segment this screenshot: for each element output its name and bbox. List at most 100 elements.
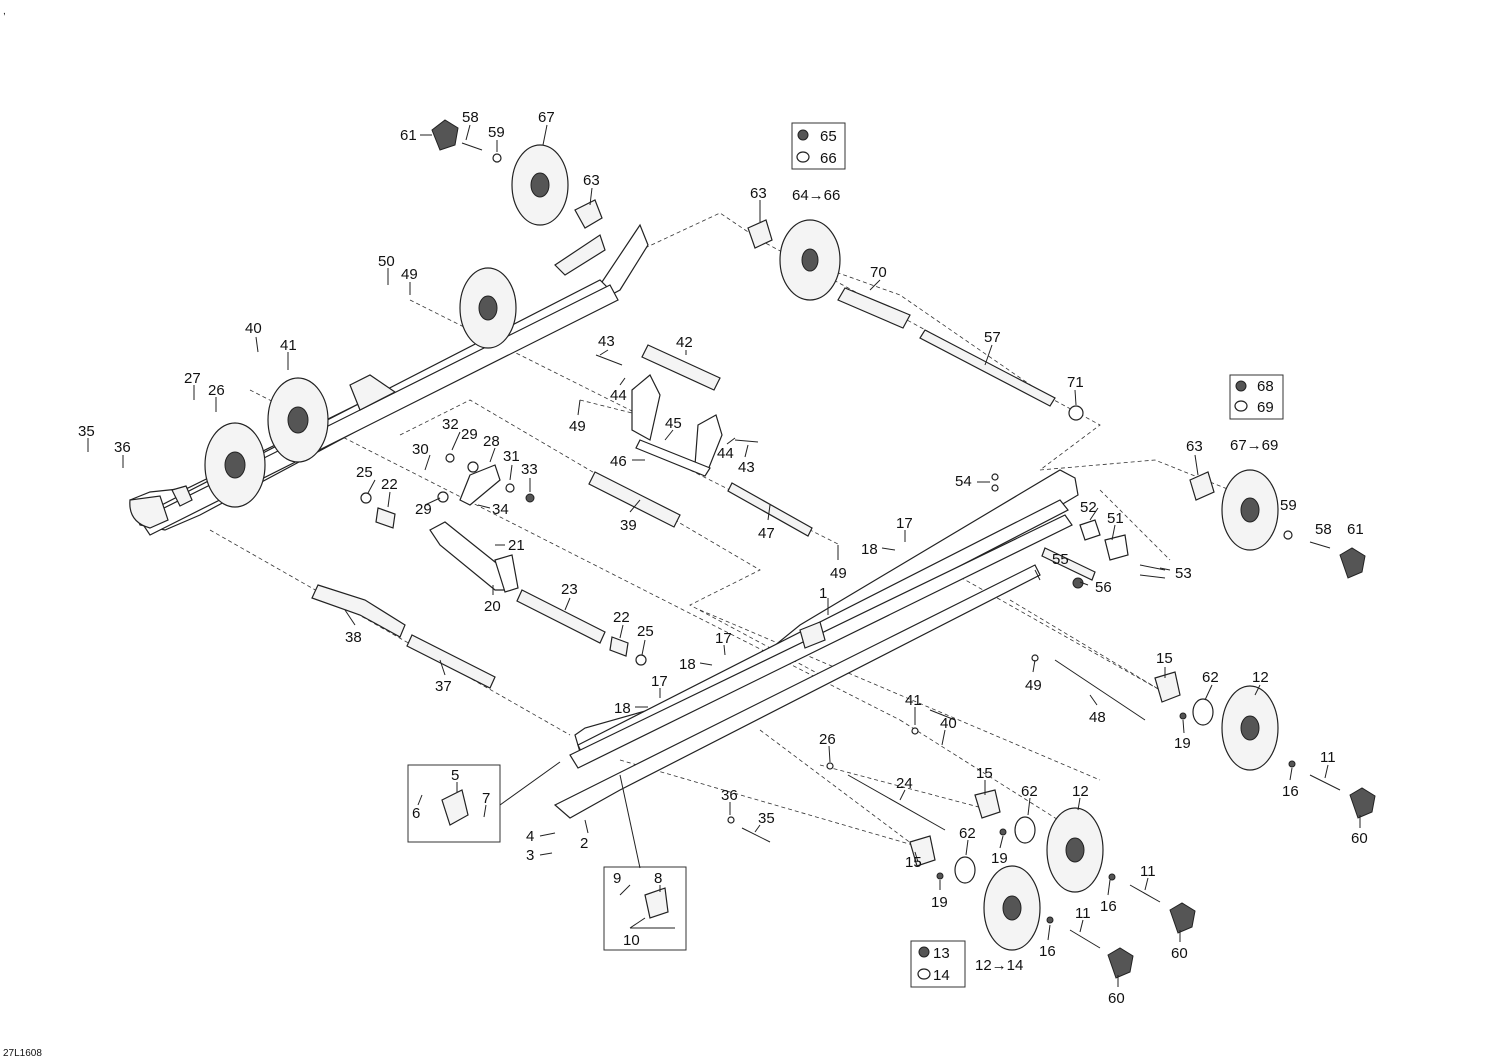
callout: 70 — [870, 264, 887, 281]
inset-box-8-10 — [603, 774, 687, 951]
callout: 71 — [1067, 374, 1084, 391]
callout: 53 — [1175, 565, 1192, 582]
callout: 46 — [610, 453, 627, 470]
callout: 41 — [280, 337, 297, 354]
callout: 12→14 — [975, 957, 1023, 974]
callout: 44 — [717, 445, 734, 462]
callout: 29 — [415, 501, 432, 518]
callout: 12 — [1072, 783, 1089, 800]
callout: 12 — [1252, 669, 1269, 686]
callout: 31 — [503, 448, 520, 465]
callout: 61 — [400, 127, 417, 144]
callout: 16 — [1282, 783, 1299, 800]
callout: 11 — [1320, 749, 1336, 766]
callout: 3 — [526, 847, 534, 864]
callout: 52 — [1080, 499, 1097, 516]
callout: 64→66 — [792, 187, 840, 204]
leader-lines — [87, 124, 1361, 987]
callout: 65 — [820, 128, 837, 145]
callout: 67→69 — [1230, 437, 1278, 454]
inset-box-65-66 — [791, 122, 846, 170]
callout: 60 — [1108, 990, 1125, 1007]
callout: 56 — [1095, 579, 1112, 596]
callout: 1 — [819, 585, 827, 602]
callout: 24 — [896, 775, 913, 792]
callout: 17 — [896, 515, 913, 532]
right-side-parts — [991, 473, 1166, 721]
callout: 57 — [984, 329, 1001, 346]
callout: 16 — [1039, 943, 1056, 960]
callout: 55 — [1052, 551, 1069, 568]
callout: 49 — [830, 565, 847, 582]
callout: 34 — [492, 501, 509, 518]
callout: 22 — [613, 609, 630, 626]
callout: 33 — [521, 461, 538, 478]
corner-mark: , — [3, 6, 6, 17]
right-rail-assembly — [553, 469, 1079, 819]
callout: 21 — [508, 537, 525, 554]
callout: 20 — [484, 598, 501, 615]
callout: 7 — [482, 790, 490, 807]
callout: 67 — [538, 109, 555, 126]
callout: 40 — [940, 715, 957, 732]
upper-left-idler-wheel — [431, 119, 603, 229]
callout: 4 — [526, 828, 534, 845]
callout: 47 — [758, 525, 775, 542]
callout: 36 — [114, 439, 131, 456]
center-linkage — [429, 453, 535, 593]
inset-box-5-7 — [407, 761, 561, 843]
callout: 29 — [461, 426, 478, 443]
callout: 18 — [679, 656, 696, 673]
callout: 17 — [715, 630, 732, 647]
right-upper-wheel — [1189, 469, 1366, 579]
callout: 44 — [610, 387, 627, 404]
callout: 14 — [933, 967, 950, 984]
callout: 27 — [184, 370, 201, 387]
callout-labels: 61 58 59 67 63 65 66 64→66 63 70 57 71 6… — [78, 109, 1368, 1007]
callout: 6 — [412, 805, 420, 822]
upper-axles — [641, 287, 1084, 421]
callout: 8 — [654, 870, 662, 887]
callout: 9 — [613, 870, 621, 887]
callout: 39 — [620, 517, 637, 534]
lower-right-wheels — [727, 671, 1376, 979]
callout: 50 — [378, 253, 395, 270]
callout: 42 — [676, 334, 693, 351]
callout: 11 — [1140, 863, 1156, 880]
callout: 19 — [991, 850, 1008, 867]
callout: 36 — [721, 787, 738, 804]
callout: 59 — [1280, 497, 1297, 514]
callout: 59 — [488, 124, 505, 141]
callout: 43 — [738, 459, 755, 476]
callout: 49 — [401, 266, 418, 283]
callout: 63 — [1186, 438, 1203, 455]
center-bracket — [595, 354, 759, 477]
callout: 19 — [931, 894, 948, 911]
callout: 23 — [561, 581, 578, 598]
callout: 13 — [933, 945, 950, 962]
callout: 26 — [819, 731, 836, 748]
callout: 60 — [1351, 830, 1368, 847]
callout: 18 — [614, 700, 631, 717]
callout: 38 — [345, 629, 362, 646]
callout: 62 — [1202, 669, 1219, 686]
callout: 15 — [976, 765, 993, 782]
callout: 60 — [1171, 945, 1188, 962]
callout: 49 — [1025, 677, 1042, 694]
callout: 41 — [905, 692, 922, 709]
callout: 18 — [861, 541, 878, 558]
callout: 2 — [580, 835, 588, 852]
inset-box-13-14 — [910, 940, 966, 988]
callout: 43 — [598, 333, 615, 350]
callout: 58 — [1315, 521, 1332, 538]
callout: 15 — [905, 854, 922, 871]
left-rail-wheels — [204, 267, 517, 508]
callout: 17 — [651, 673, 668, 690]
callout: 28 — [483, 433, 500, 450]
middle-shafts — [311, 471, 813, 689]
callout: 5 — [451, 767, 459, 784]
callout: 48 — [1089, 709, 1106, 726]
callout: 49 — [569, 418, 586, 435]
callout: 62 — [1021, 783, 1038, 800]
